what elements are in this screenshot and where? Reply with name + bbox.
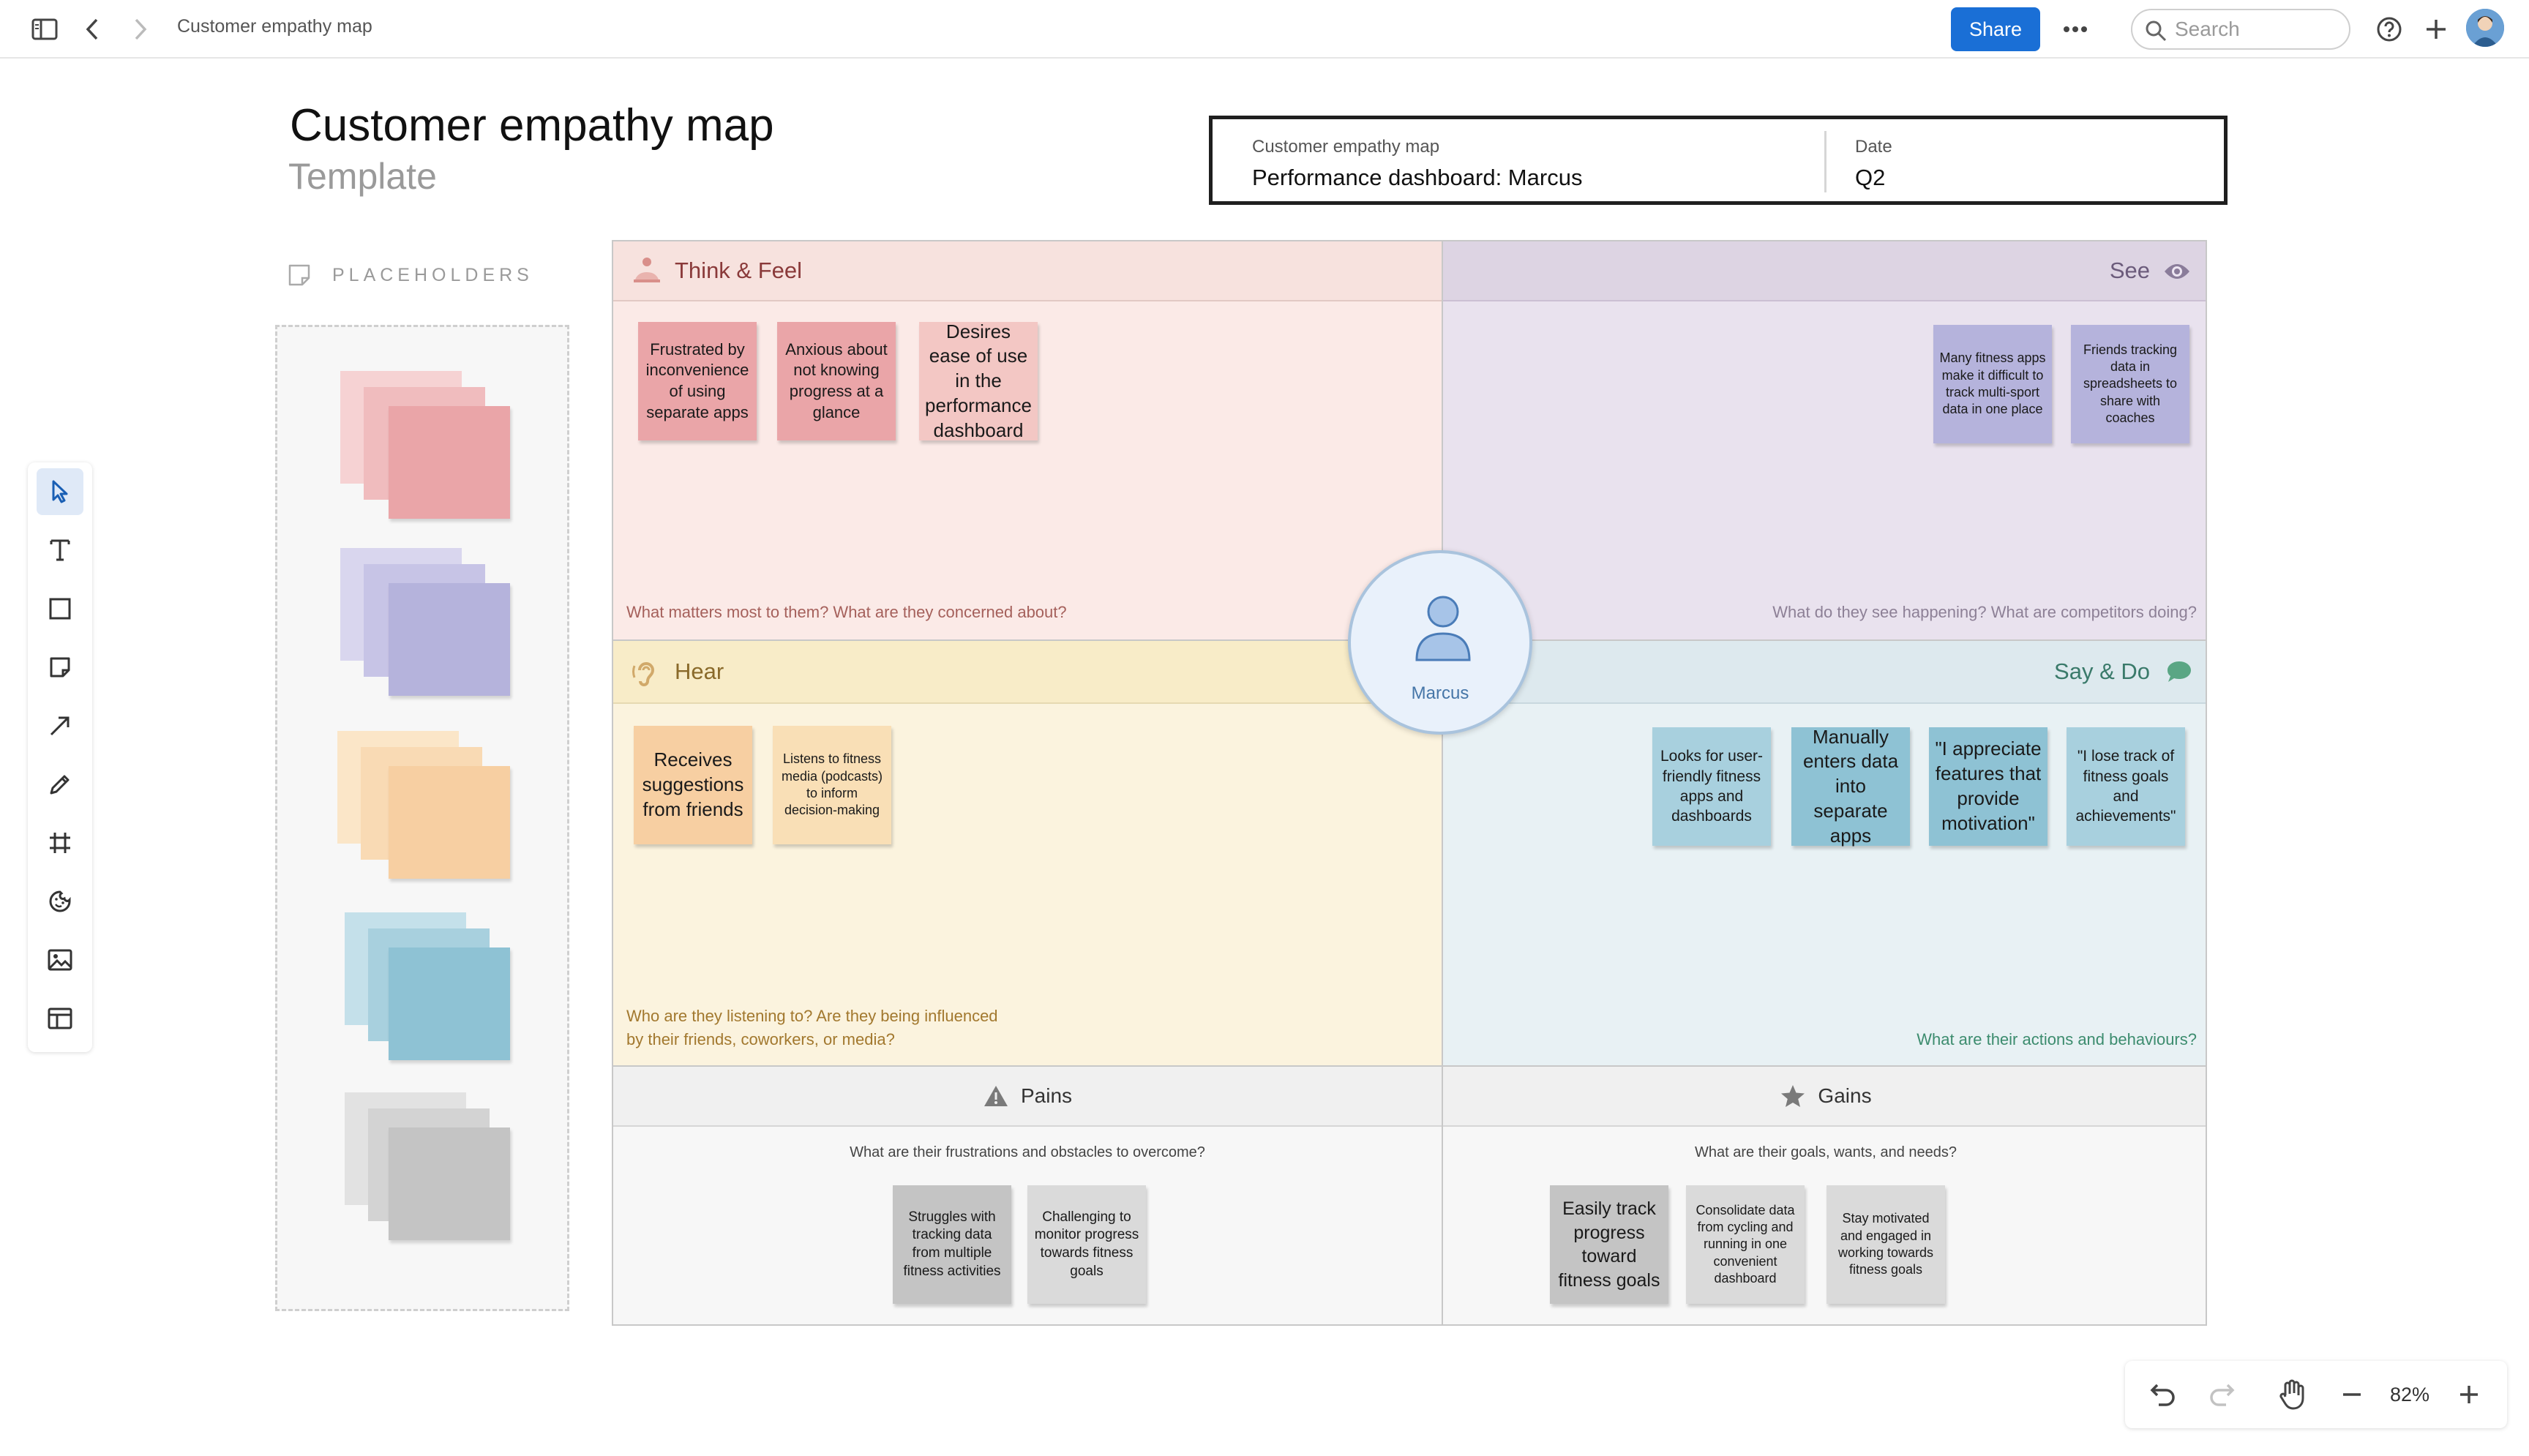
hear-title: Hear xyxy=(675,658,724,684)
select-tool-icon[interactable] xyxy=(37,468,83,515)
placeholders-label: PLACEHOLDERS xyxy=(332,265,533,285)
sticky-note[interactable]: Easily track progress toward fitness goa… xyxy=(1550,1185,1668,1304)
sticky-note[interactable]: Listens to fitness media (podcasts) to i… xyxy=(773,726,891,844)
sticky-stack-blue[interactable] xyxy=(345,912,510,1060)
persona-avatar[interactable]: Marcus xyxy=(1348,550,1532,735)
sidebar-toggle-icon[interactable] xyxy=(28,13,61,45)
sticky-note[interactable]: Manually enters data into separate apps xyxy=(1791,726,1910,847)
person-icon xyxy=(1415,596,1471,661)
top-bar: Customer empathy map Share Search xyxy=(0,0,2529,59)
sticky-note[interactable]: "I appreciate features that provide moti… xyxy=(1929,727,2047,846)
connector-tool-icon[interactable] xyxy=(37,702,83,749)
sticky-note[interactable]: Challenging to monitor progress towards … xyxy=(1027,1185,1146,1304)
user-avatar[interactable] xyxy=(2466,9,2504,47)
info-divider xyxy=(1824,131,1826,192)
zoom-level[interactable]: 82% xyxy=(2389,1383,2430,1406)
tool-rail xyxy=(28,462,92,1052)
shape-tool-icon[interactable] xyxy=(37,585,83,632)
page-subtitle: Template xyxy=(288,156,437,197)
sticky-note[interactable]: Receives suggestions from friends xyxy=(634,726,752,844)
info-table[interactable]: Customer empathy map Performance dashboa… xyxy=(1209,116,2228,205)
map-value[interactable]: Performance dashboard: Marcus xyxy=(1252,165,1583,190)
search-input[interactable]: Search xyxy=(2131,9,2350,50)
doc-title[interactable]: Customer empathy map xyxy=(177,16,372,37)
quadrant-think-feel: Think & Feel Frustrated by inconvenience… xyxy=(613,241,1443,639)
text-tool-icon[interactable] xyxy=(37,527,83,574)
sticky-note[interactable]: Stay motivated and engaged in working to… xyxy=(1826,1185,1945,1304)
hear-prompt-line2: by their friends, coworkers, or media? xyxy=(626,1030,895,1048)
back-icon[interactable] xyxy=(78,13,107,45)
forward-icon[interactable] xyxy=(126,13,155,45)
date-value[interactable]: Q2 xyxy=(1855,165,1886,190)
persona-name: Marcus xyxy=(1411,683,1469,703)
pen-tool-icon[interactable] xyxy=(37,761,83,808)
sticky-stack-orange[interactable] xyxy=(337,731,510,879)
image-tool-icon[interactable] xyxy=(37,937,83,983)
sticky-stack-gray[interactable] xyxy=(345,1092,510,1240)
sticky-note[interactable]: Anxious about not knowing progress at a … xyxy=(777,322,896,440)
say-do-title: Say & Do xyxy=(2054,658,2150,684)
sticky-note[interactable]: Desires ease of use in the performance d… xyxy=(919,320,1038,441)
empathy-map-board: Think & Feel Frustrated by inconvenience… xyxy=(612,240,2207,1326)
sticky-note[interactable]: Looks for user-friendly fitness apps and… xyxy=(1652,727,1771,846)
redo-icon[interactable] xyxy=(2203,1377,2241,1412)
zoom-toolbar: 82% xyxy=(2125,1361,2507,1428)
more-options-icon[interactable] xyxy=(2058,13,2093,45)
hear-prompt-line1: Who are they listening to? Are they bein… xyxy=(626,1007,998,1025)
share-button[interactable]: Share xyxy=(1951,7,2040,51)
gains-title: Gains xyxy=(1818,1084,1872,1107)
stickers-tool-icon[interactable] xyxy=(37,878,83,925)
sticky-note[interactable]: Consolidate data from cycling and runnin… xyxy=(1686,1185,1805,1304)
say-do-prompt: What are their actions and behaviours? xyxy=(1917,1030,2197,1048)
quadrant-see: See Many fitness apps make it difficult … xyxy=(1443,241,2206,639)
sticky-note-tool-icon[interactable] xyxy=(37,644,83,691)
sticky-note[interactable]: Struggles with tracking data from multip… xyxy=(893,1185,1011,1304)
zoom-out-icon[interactable] xyxy=(2333,1377,2371,1412)
hand-pan-icon[interactable] xyxy=(2271,1377,2312,1412)
sticky-stack-red[interactable] xyxy=(340,371,510,519)
placeholder-note-icon xyxy=(288,264,310,286)
date-label: Date xyxy=(1855,137,1892,157)
star-icon xyxy=(1781,1085,1805,1107)
see-prompt: What do they see happening? What are com… xyxy=(1772,603,2197,621)
see-title: See xyxy=(2109,258,2150,283)
warning-icon xyxy=(984,1086,1008,1106)
sticky-note[interactable]: "I lose track of fitness goals and achie… xyxy=(2067,727,2185,846)
sticky-note[interactable]: Many fitness apps make it difficult to t… xyxy=(1933,325,2052,443)
page-title: Customer empathy map xyxy=(290,100,774,151)
gains-prompt: What are their goals, wants, and needs? xyxy=(1695,1144,1957,1160)
templates-tool-icon[interactable] xyxy=(37,995,83,1042)
map-label: Customer empathy map xyxy=(1252,137,1440,157)
sticky-note[interactable]: Friends tracking data in spreadsheets to… xyxy=(2071,325,2189,443)
quadrant-gains: Gains What are their goals, wants, and n… xyxy=(1443,1065,2206,1324)
quadrant-say-do: Say & Do Looks for user-friendly fitness… xyxy=(1443,639,2206,1065)
placeholders-panel xyxy=(275,325,569,1311)
speech-bubble-icon xyxy=(2168,661,2191,682)
think-feel-prompt: What matters most to them? What are they… xyxy=(626,603,1067,621)
sticky-note[interactable]: Frustrated by inconvenience of using sep… xyxy=(638,322,757,440)
quadrant-hear: Hear Receives suggestions from friends L… xyxy=(613,639,1443,1065)
zoom-in-icon[interactable] xyxy=(2450,1377,2488,1412)
search-icon xyxy=(2146,20,2167,42)
pains-prompt: What are their frustrations and obstacle… xyxy=(850,1144,1205,1160)
ear-icon xyxy=(632,662,655,686)
eye-icon xyxy=(2165,264,2189,279)
help-icon[interactable] xyxy=(2372,13,2406,45)
frame-tool-icon[interactable] xyxy=(37,819,83,866)
add-icon[interactable] xyxy=(2419,13,2453,45)
pains-title: Pains xyxy=(1020,1084,1073,1107)
think-feel-icon xyxy=(634,258,660,282)
sticky-stack-purple[interactable] xyxy=(340,548,510,696)
search-placeholder: Search xyxy=(2175,18,2240,40)
undo-icon[interactable] xyxy=(2144,1377,2182,1412)
think-feel-title: Think & Feel xyxy=(675,258,803,283)
quadrant-pains: Pains What are their frustrations and ob… xyxy=(613,1065,1443,1324)
